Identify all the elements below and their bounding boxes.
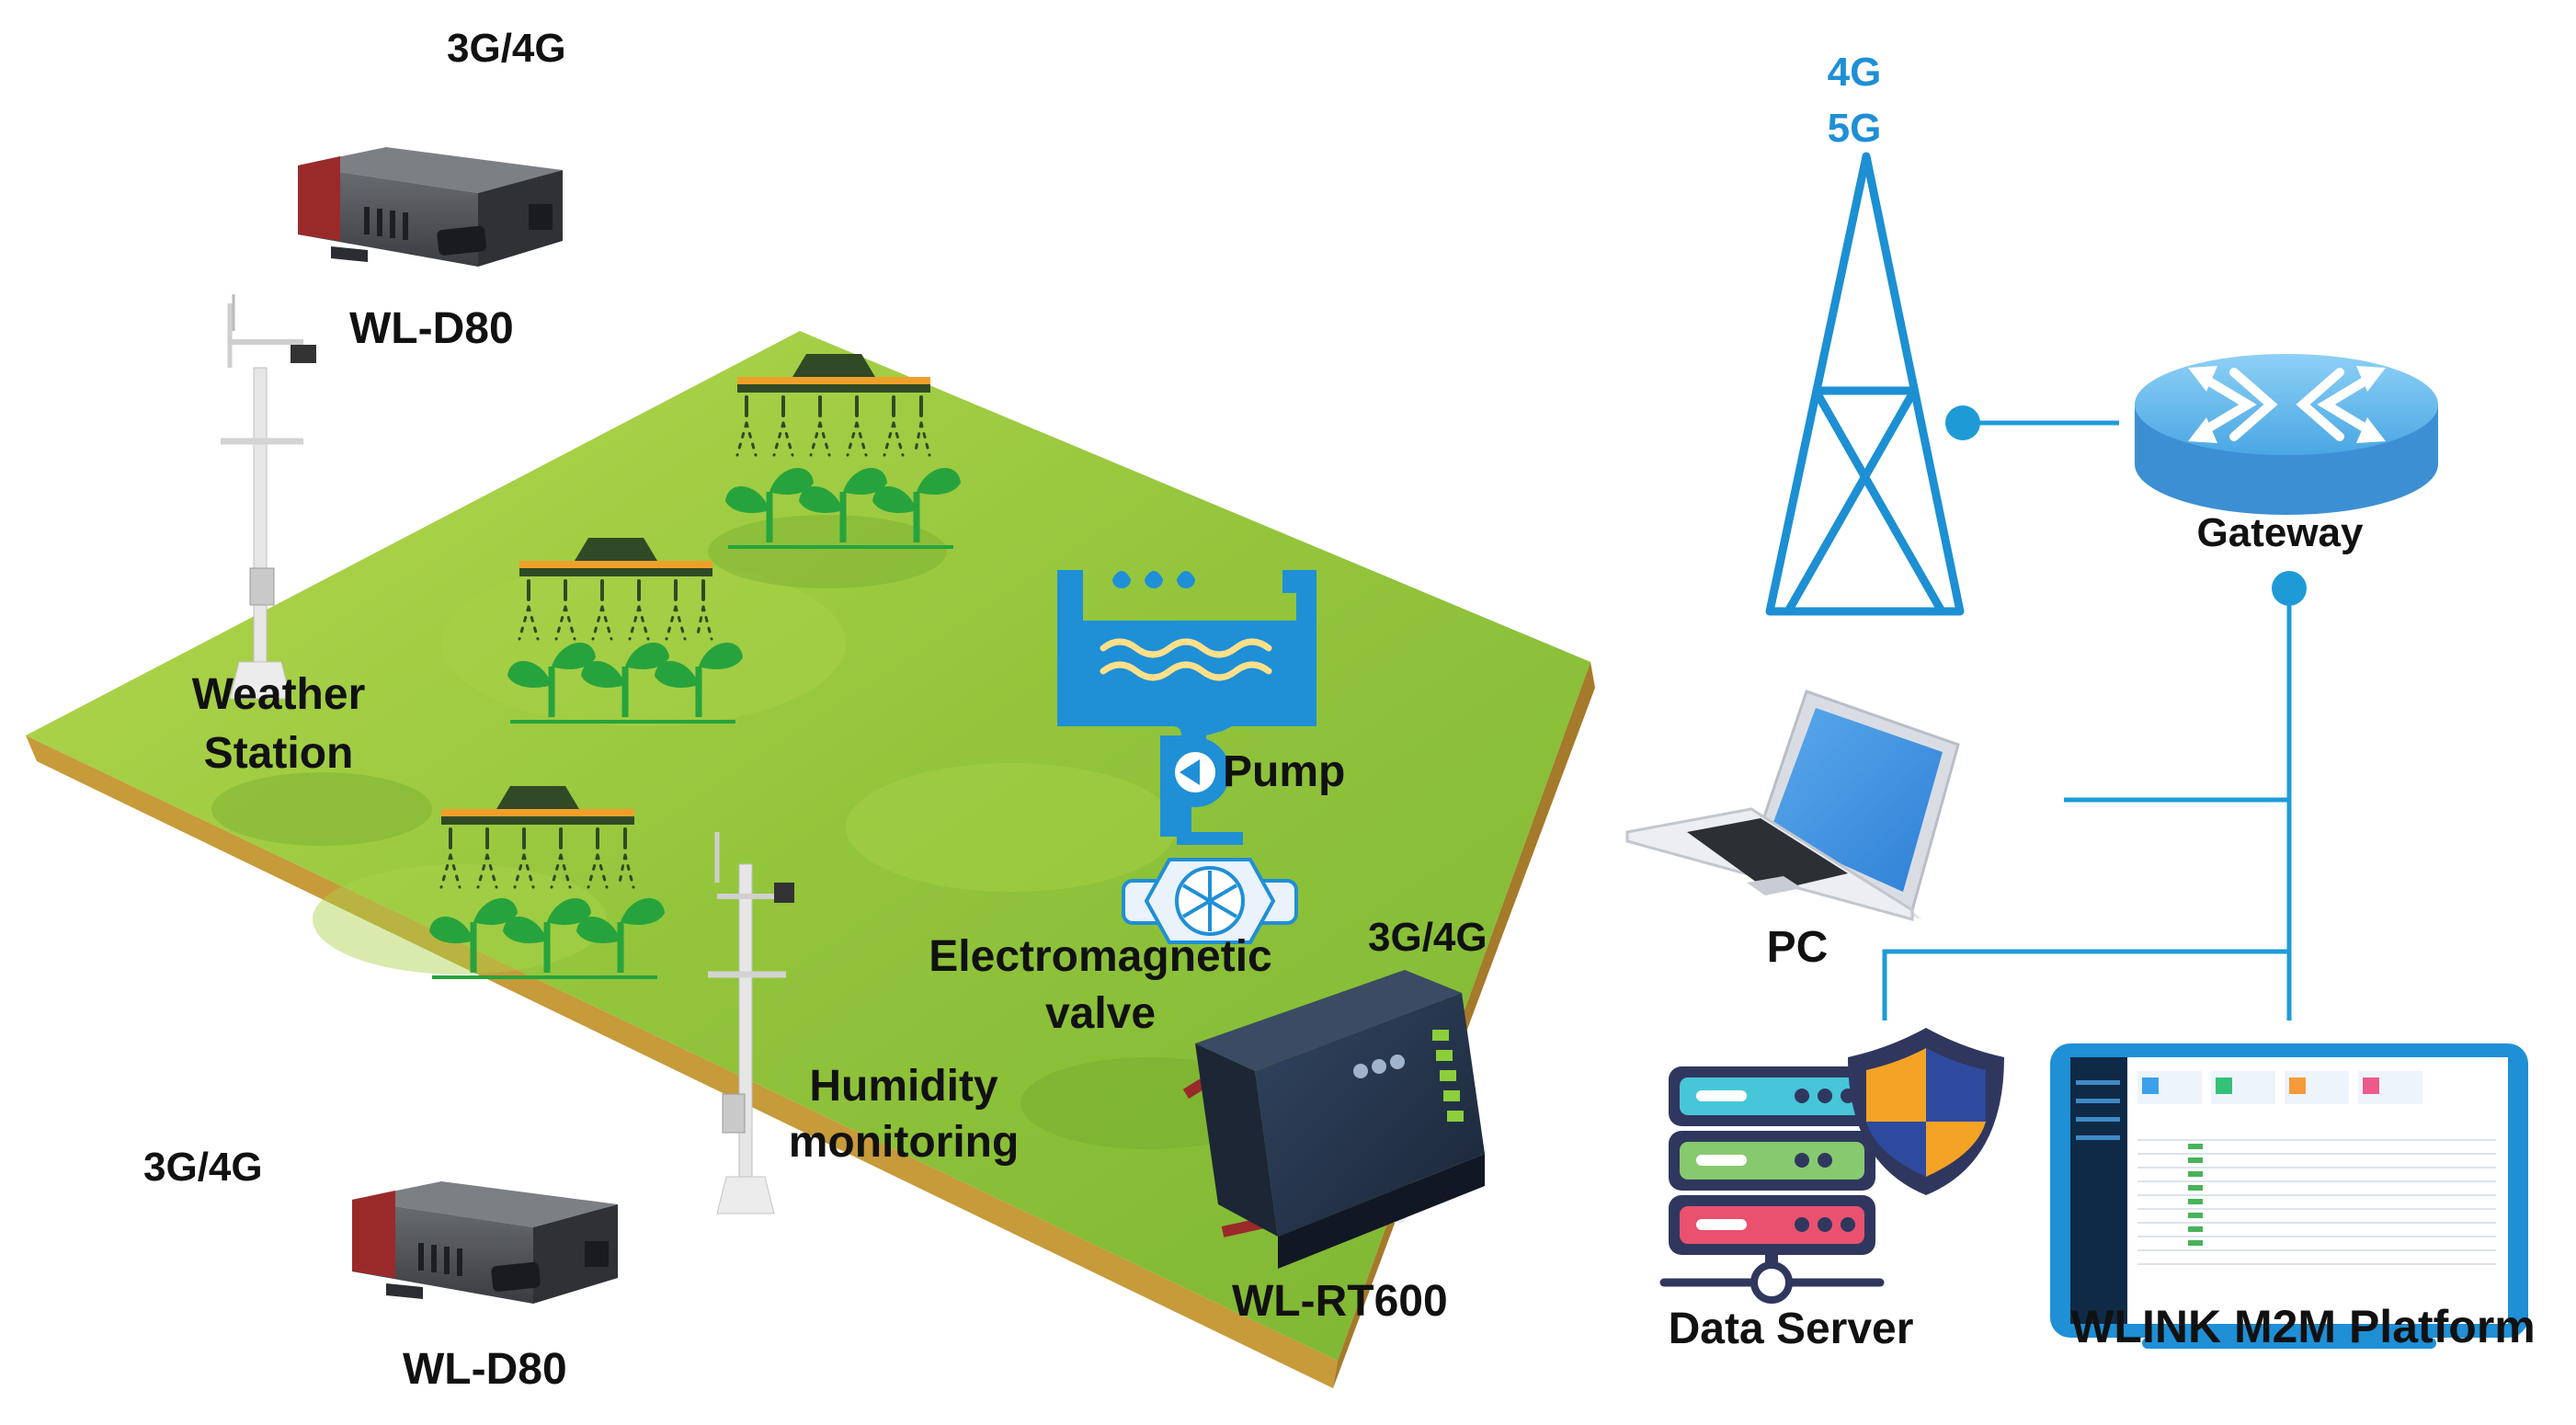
gateway-router-icon	[2135, 354, 2438, 515]
server-icon	[1659, 1066, 1885, 1304]
gateway-label: Gateway	[2196, 510, 2364, 555]
pump-icon	[1160, 735, 1230, 837]
platform-label: WLINK M2M Platform	[2070, 1301, 2536, 1352]
device-label: WL-D80	[403, 1345, 567, 1394]
pump-label: Pump	[1223, 747, 1346, 796]
device-label: WL-D80	[349, 304, 514, 353]
monitor-icon	[2050, 1043, 2528, 1349]
router-icon	[298, 147, 563, 267]
link-node	[2272, 571, 2307, 606]
data-server-label: Data Server	[1668, 1305, 1914, 1353]
laptop-icon	[1625, 690, 1960, 921]
router-icon	[352, 1181, 618, 1304]
network-label: 3G/4G	[143, 1145, 263, 1190]
tower-label: 5G	[1827, 106, 1882, 151]
humidity-label: monitoring	[788, 1118, 1020, 1167]
rtu-icon	[1182, 970, 1485, 1269]
valve-label: Electromagnetic	[929, 932, 1272, 981]
link-node	[1945, 405, 1980, 440]
weather-station-label: Station	[203, 729, 354, 778]
farm-field	[26, 331, 1595, 1388]
device-label: WL-RT600	[1232, 1277, 1448, 1326]
humidity-sensor-icon	[708, 832, 794, 1214]
network-links	[1882, 420, 2292, 1020]
humidity-label: Humidity	[809, 1062, 998, 1111]
shield-icon	[1848, 1028, 2004, 1195]
cell-tower-icon	[1765, 152, 1965, 616]
valve-icon	[1122, 832, 1298, 944]
weather-station-icon	[221, 294, 316, 700]
pc-label: PC	[1766, 923, 1829, 972]
weather-station-label: Weather	[191, 670, 366, 719]
network-label: 3G/4G	[1368, 915, 1487, 960]
valve-label: valve	[1044, 989, 1157, 1038]
tower-label: 4G	[1827, 50, 1882, 95]
network-label: 3G/4G	[447, 26, 566, 71]
